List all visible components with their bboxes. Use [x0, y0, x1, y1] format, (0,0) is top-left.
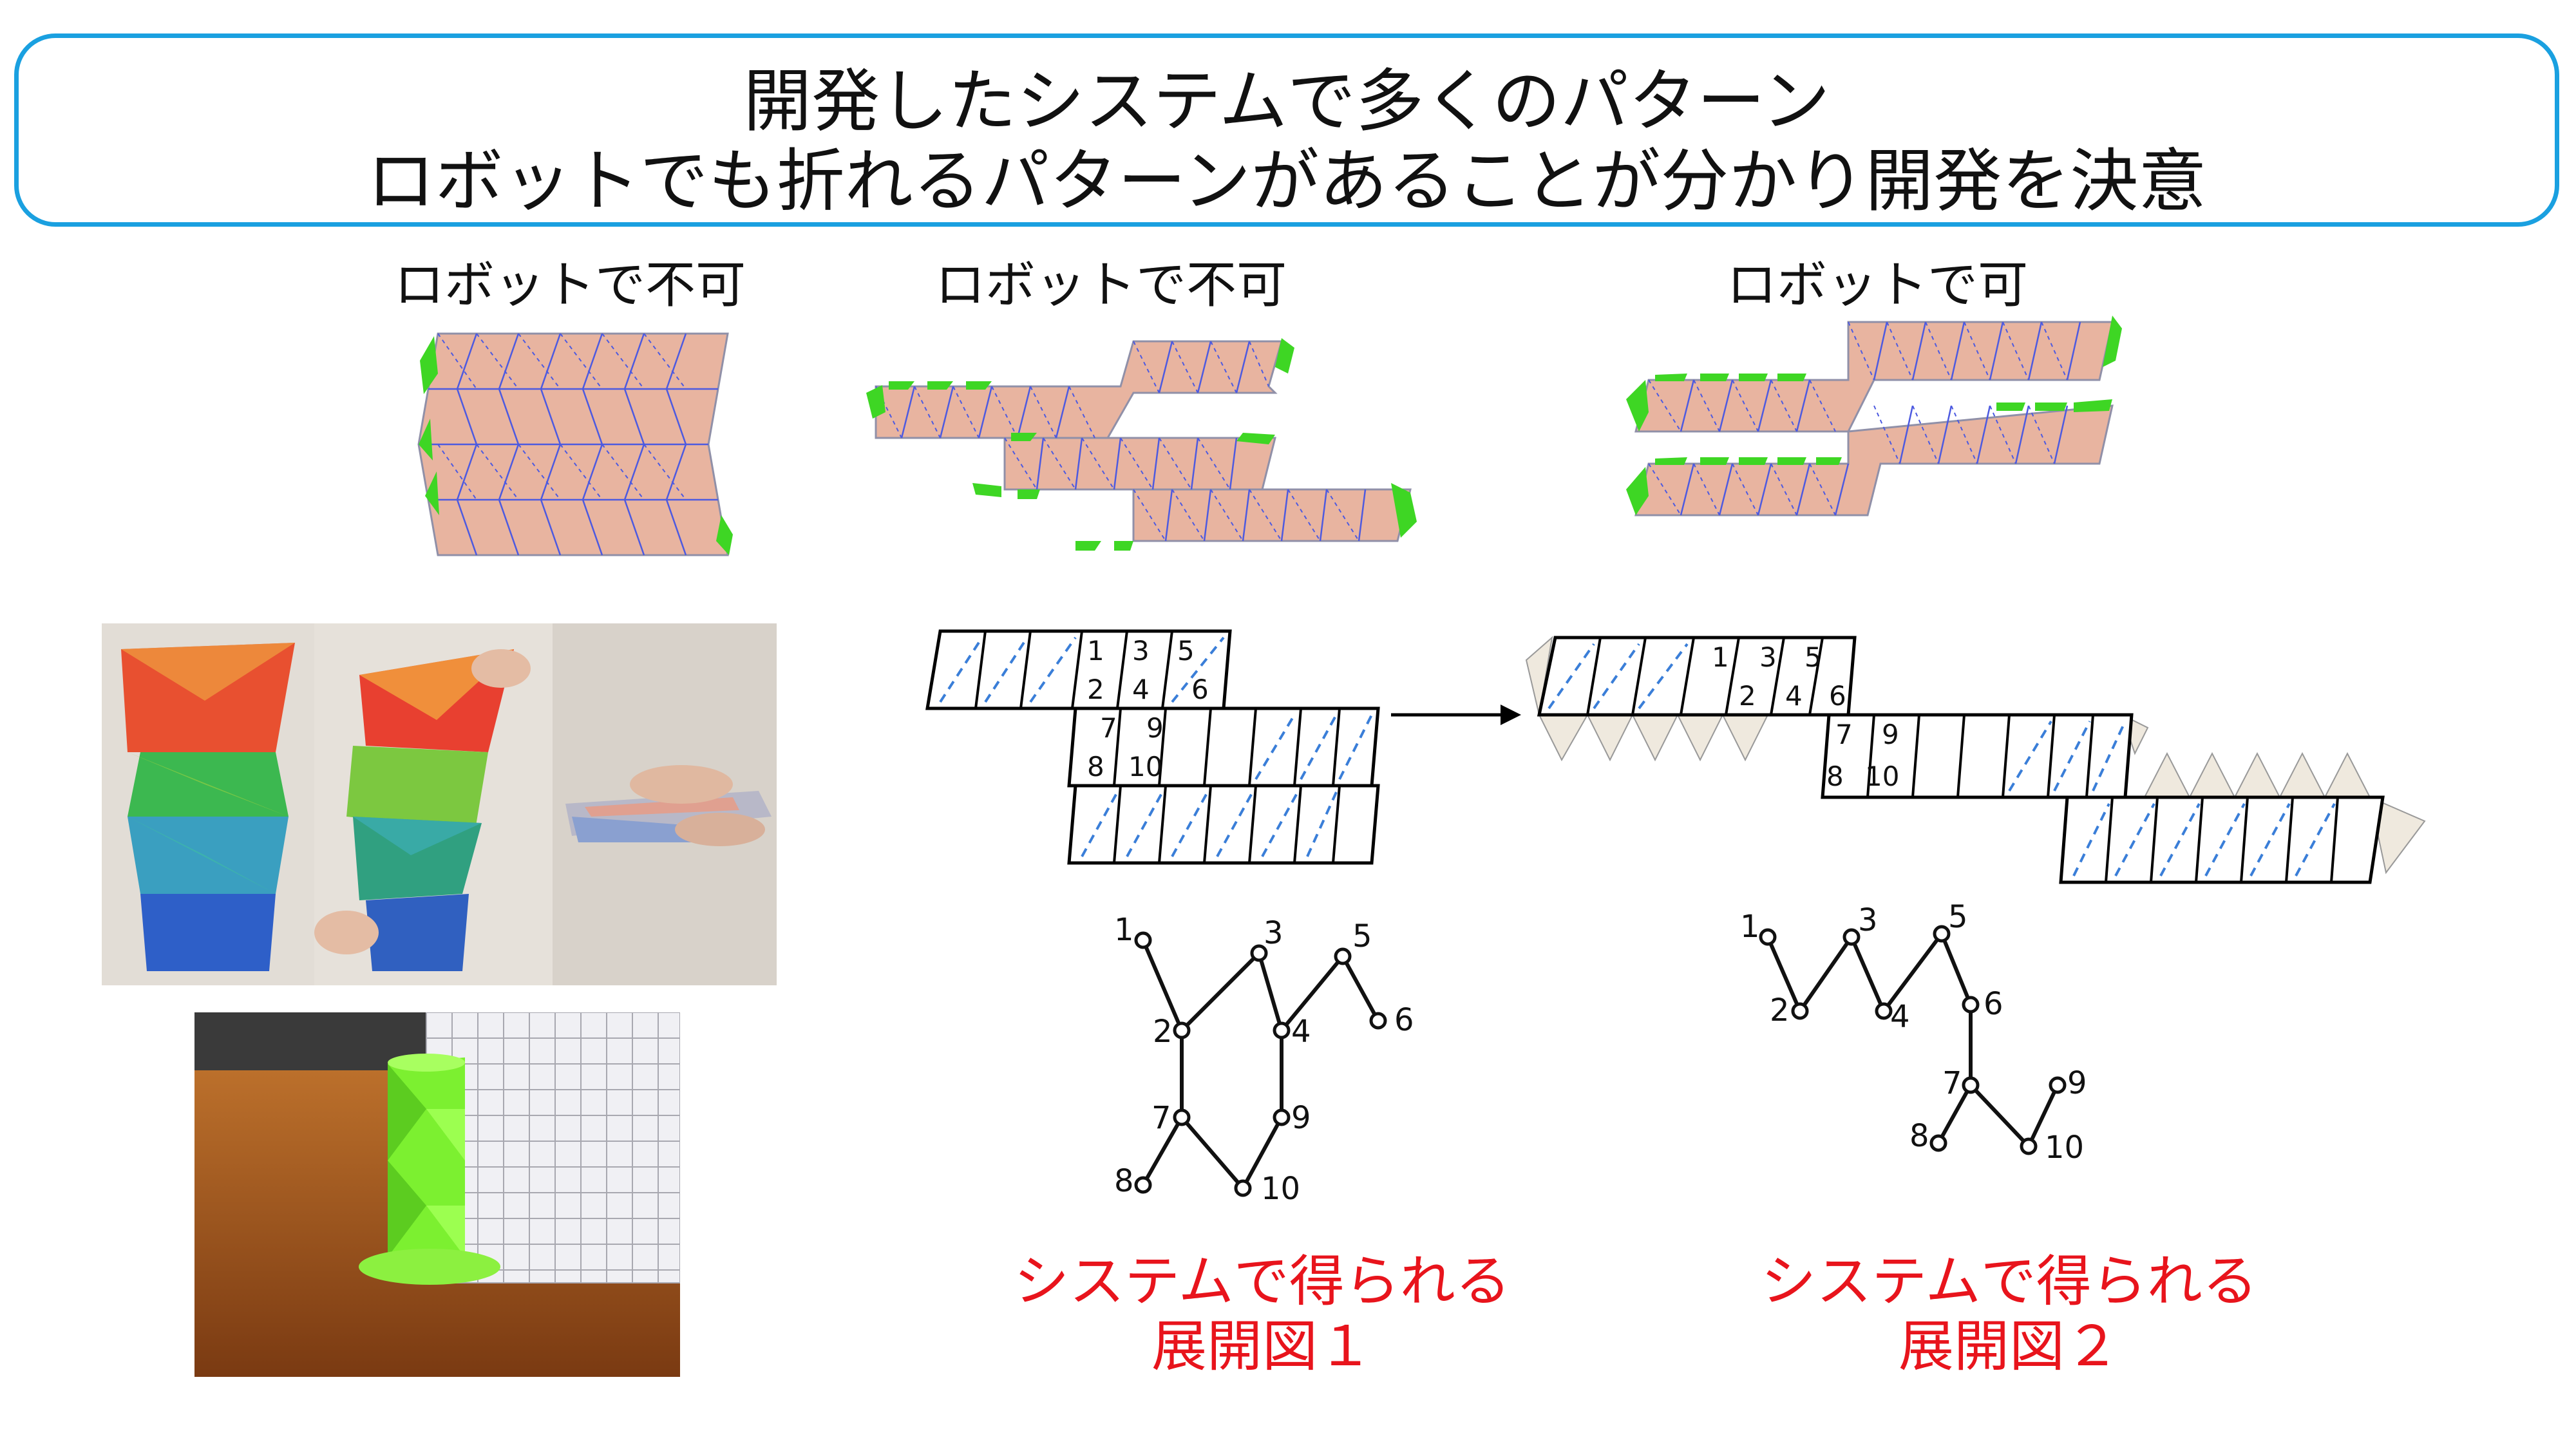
- panel-number: 6: [1829, 680, 1846, 712]
- pattern-label-3: ロボットで可: [1726, 256, 2028, 314]
- node-label: 2: [1153, 1014, 1173, 1050]
- panel-number: 8: [1087, 751, 1104, 782]
- panel-number: 1: [1712, 641, 1729, 673]
- panel-number: 7: [1835, 719, 1853, 750]
- node-label: 5: [1352, 918, 1372, 954]
- panel-number: 3: [1759, 641, 1777, 673]
- arrow-icon: [1391, 705, 1521, 725]
- node-label: 10: [1261, 1171, 1300, 1207]
- panel-number: 1: [1087, 635, 1104, 667]
- panel-number: 4: [1785, 680, 1803, 712]
- origami-paper-photo: [102, 623, 777, 985]
- node-label: 2: [1770, 992, 1790, 1028]
- panel-number: 6: [1191, 674, 1209, 705]
- title-line-2: ロボットでも折れるパターンがあることが分かり開発を決意: [366, 142, 2207, 221]
- node-label: 6: [1984, 986, 2003, 1022]
- panel-number: 5: [1177, 635, 1195, 667]
- pattern-label-2: ロボットで不可: [934, 256, 1287, 314]
- node-label: 7: [1942, 1065, 1962, 1101]
- panel-number: 10: [1865, 761, 1899, 792]
- panel-number: 2: [1739, 680, 1756, 712]
- caption-1-line-1: システムで得られる: [1014, 1249, 1511, 1314]
- node-label: 10: [2045, 1130, 2084, 1166]
- panel-number: 9: [1882, 719, 1899, 750]
- node-label: 9: [1291, 1100, 1311, 1136]
- node-label: 1: [1114, 912, 1134, 948]
- caption-1: システムで得られる 展開図１: [1005, 1249, 1520, 1380]
- caption-2: システムで得られる 展開図２: [1752, 1249, 2267, 1380]
- adjacency-graph-2: 1 2 3 4 5 6 7 8 9 10: [1740, 902, 2087, 1166]
- printed-column-photo: [194, 1012, 680, 1377]
- panel-number: 8: [1826, 761, 1844, 792]
- pattern-3-crease: [1626, 316, 2122, 516]
- panel-number: 4: [1132, 674, 1150, 705]
- node-label: 8: [1909, 1118, 1929, 1154]
- panel-number: 3: [1132, 635, 1150, 667]
- node-label: 4: [1890, 999, 1910, 1035]
- crease-pattern-1: 1 2 3 4 5 6 7 8 9 10: [925, 629, 1380, 865]
- panel-number: 10: [1128, 751, 1162, 782]
- node-label: 6: [1394, 1002, 1414, 1038]
- node-label: 5: [1948, 902, 1968, 935]
- adjacency-graph-1: 1 2 3 4 5 6 7 8 9 10: [1114, 912, 1414, 1207]
- node-label: 3: [1264, 915, 1283, 951]
- crease-pattern-2: 1 2 3 4 5 6 7 8 9 10: [1525, 636, 2426, 884]
- node-label: 7: [1151, 1100, 1171, 1136]
- caption-2-line-1: システムで得られる: [1761, 1249, 2258, 1314]
- pattern-2-crease: [866, 338, 1417, 551]
- panel-number: 9: [1146, 712, 1164, 744]
- title-line-1: 開発したシステムで多くのパターン: [743, 62, 1830, 141]
- title-box: 開発したシステムで多くのパターン ロボットでも折れるパターンがあることが分かり開…: [14, 33, 2559, 227]
- pattern-1-crease: [417, 332, 733, 556]
- node-label: 4: [1291, 1014, 1311, 1050]
- node-label: 3: [1858, 902, 1878, 938]
- pattern-label-1: ロボットで不可: [393, 256, 746, 314]
- caption-1-line-2: 展開図１: [1151, 1314, 1373, 1379]
- node-label: 8: [1114, 1163, 1134, 1199]
- caption-2-line-2: 展開図２: [1899, 1314, 2120, 1379]
- panel-number: 5: [1804, 641, 1822, 673]
- node-label: 1: [1740, 909, 1760, 945]
- node-label: 9: [2067, 1065, 2087, 1101]
- panel-number: 2: [1087, 674, 1104, 705]
- panel-number: 7: [1100, 712, 1117, 744]
